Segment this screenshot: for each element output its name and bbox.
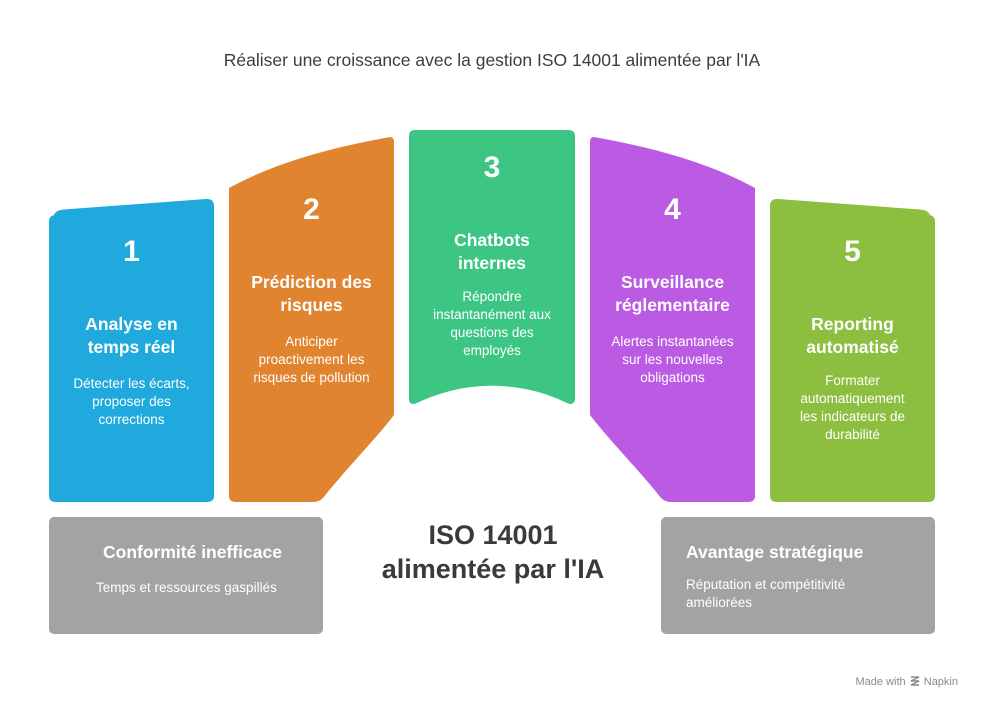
- step-3-description-line: questions des: [450, 325, 534, 340]
- step-1-description: Détecter les écarts, proposer des correc…: [49, 375, 214, 429]
- step-5-heading: Reporting automatisé: [770, 313, 935, 359]
- step-5-description-line: durabilité: [825, 427, 880, 442]
- right-box-shape: [661, 517, 935, 634]
- right-box: Avantage stratégique Réputation et compé…: [661, 517, 935, 634]
- step-3-heading-line: internes: [457, 253, 527, 273]
- step-4-heading-line: réglementaire: [615, 295, 730, 315]
- right-box-description: Réputation et compétitivité améliorées: [686, 576, 845, 612]
- step-1-description-line: corrections: [98, 412, 165, 427]
- step-5-number: 5: [844, 235, 861, 268]
- step-5-description-line: les indicateurs de: [799, 409, 906, 424]
- step-5-description-line: Formater: [825, 373, 880, 388]
- left-box-description: Temps et ressources gaspillés: [96, 580, 277, 595]
- step-1-description-line: Détecter les écarts,: [73, 376, 190, 391]
- center-title-line: ISO 14001: [428, 520, 558, 550]
- step-3-description-line: instantanément aux: [433, 307, 551, 322]
- step-5-description: Formater automatiquement les indicateurs…: [770, 372, 935, 444]
- step-2-heading-line: risques: [280, 295, 343, 315]
- step-4-heading-line: Surveillance: [620, 272, 725, 292]
- brand-credit: Made with Napkin: [855, 675, 958, 688]
- step-1-description-line: proposer des: [92, 394, 171, 409]
- right-box-heading: Avantage stratégique: [686, 542, 864, 562]
- step-4-shape: [590, 137, 755, 502]
- step-3-heading-line: Chatbots: [454, 230, 530, 250]
- center-title: ISO 14001 alimentée par l'IA: [340, 518, 646, 586]
- right-box-description-line: Réputation et compétitivité: [686, 577, 846, 592]
- step-1-shape: [49, 198, 214, 502]
- brand-prefix: Made with: [855, 676, 906, 688]
- step-4-heading: Surveillance réglementaire: [590, 271, 755, 317]
- left-box-heading: Conformité inefficace: [103, 542, 282, 562]
- step-3-shape: [409, 130, 575, 404]
- step-5-heading-line: Reporting: [811, 314, 894, 334]
- step-3-description: Répondre instantanément aux questions de…: [409, 288, 575, 360]
- step-4-description-line: Alertes instantanées: [611, 334, 734, 349]
- right-box-description-line: améliorées: [686, 595, 753, 610]
- step-4-description-line: obligations: [640, 370, 705, 385]
- napkin-logo-icon: [909, 676, 924, 688]
- step-4-description-line: sur les nouvelles: [622, 352, 723, 367]
- step-1-heading: Analyse en temps réel: [49, 313, 214, 359]
- step-2-description-line: proactivement les: [258, 352, 365, 367]
- step-1-number: 1: [123, 235, 140, 268]
- step-2-number: 2: [303, 193, 320, 226]
- step-2-heading-line: Prédiction des: [251, 272, 372, 292]
- step-2-description-line: risques de pollution: [253, 370, 370, 385]
- step-4-number: 4: [664, 193, 681, 226]
- step-2-description-line: Anticiper: [285, 334, 338, 349]
- step-3-number: 3: [483, 151, 501, 184]
- step-5-heading-line: automatisé: [806, 337, 899, 357]
- page-title: Réaliser une croissance avec la gestion …: [223, 50, 761, 70]
- step-2-shape: [229, 137, 394, 502]
- step-1-heading-line: Analyse en: [85, 314, 178, 334]
- step-3-description-line: employés: [463, 343, 521, 358]
- left-box-shape: [49, 517, 323, 634]
- step-1-heading-line: temps réel: [87, 337, 176, 357]
- step-2-heading: Prédiction des risques: [229, 271, 394, 317]
- step-5-description-line: automatiquement: [800, 391, 905, 406]
- brand-name: Napkin: [923, 676, 958, 688]
- left-box: Conformité inefficace Temps et ressource…: [49, 517, 323, 634]
- step-2-description: Anticiper proactivement les risques de p…: [229, 333, 394, 387]
- step-3-heading: Chatbots internes: [409, 229, 575, 275]
- step-4-description: Alertes instantanées sur les nouvelles o…: [590, 333, 755, 387]
- step-5-shape: [770, 198, 935, 502]
- step-3-description-line: Répondre: [462, 289, 522, 304]
- center-title-line: alimentée par l'IA: [381, 554, 605, 584]
